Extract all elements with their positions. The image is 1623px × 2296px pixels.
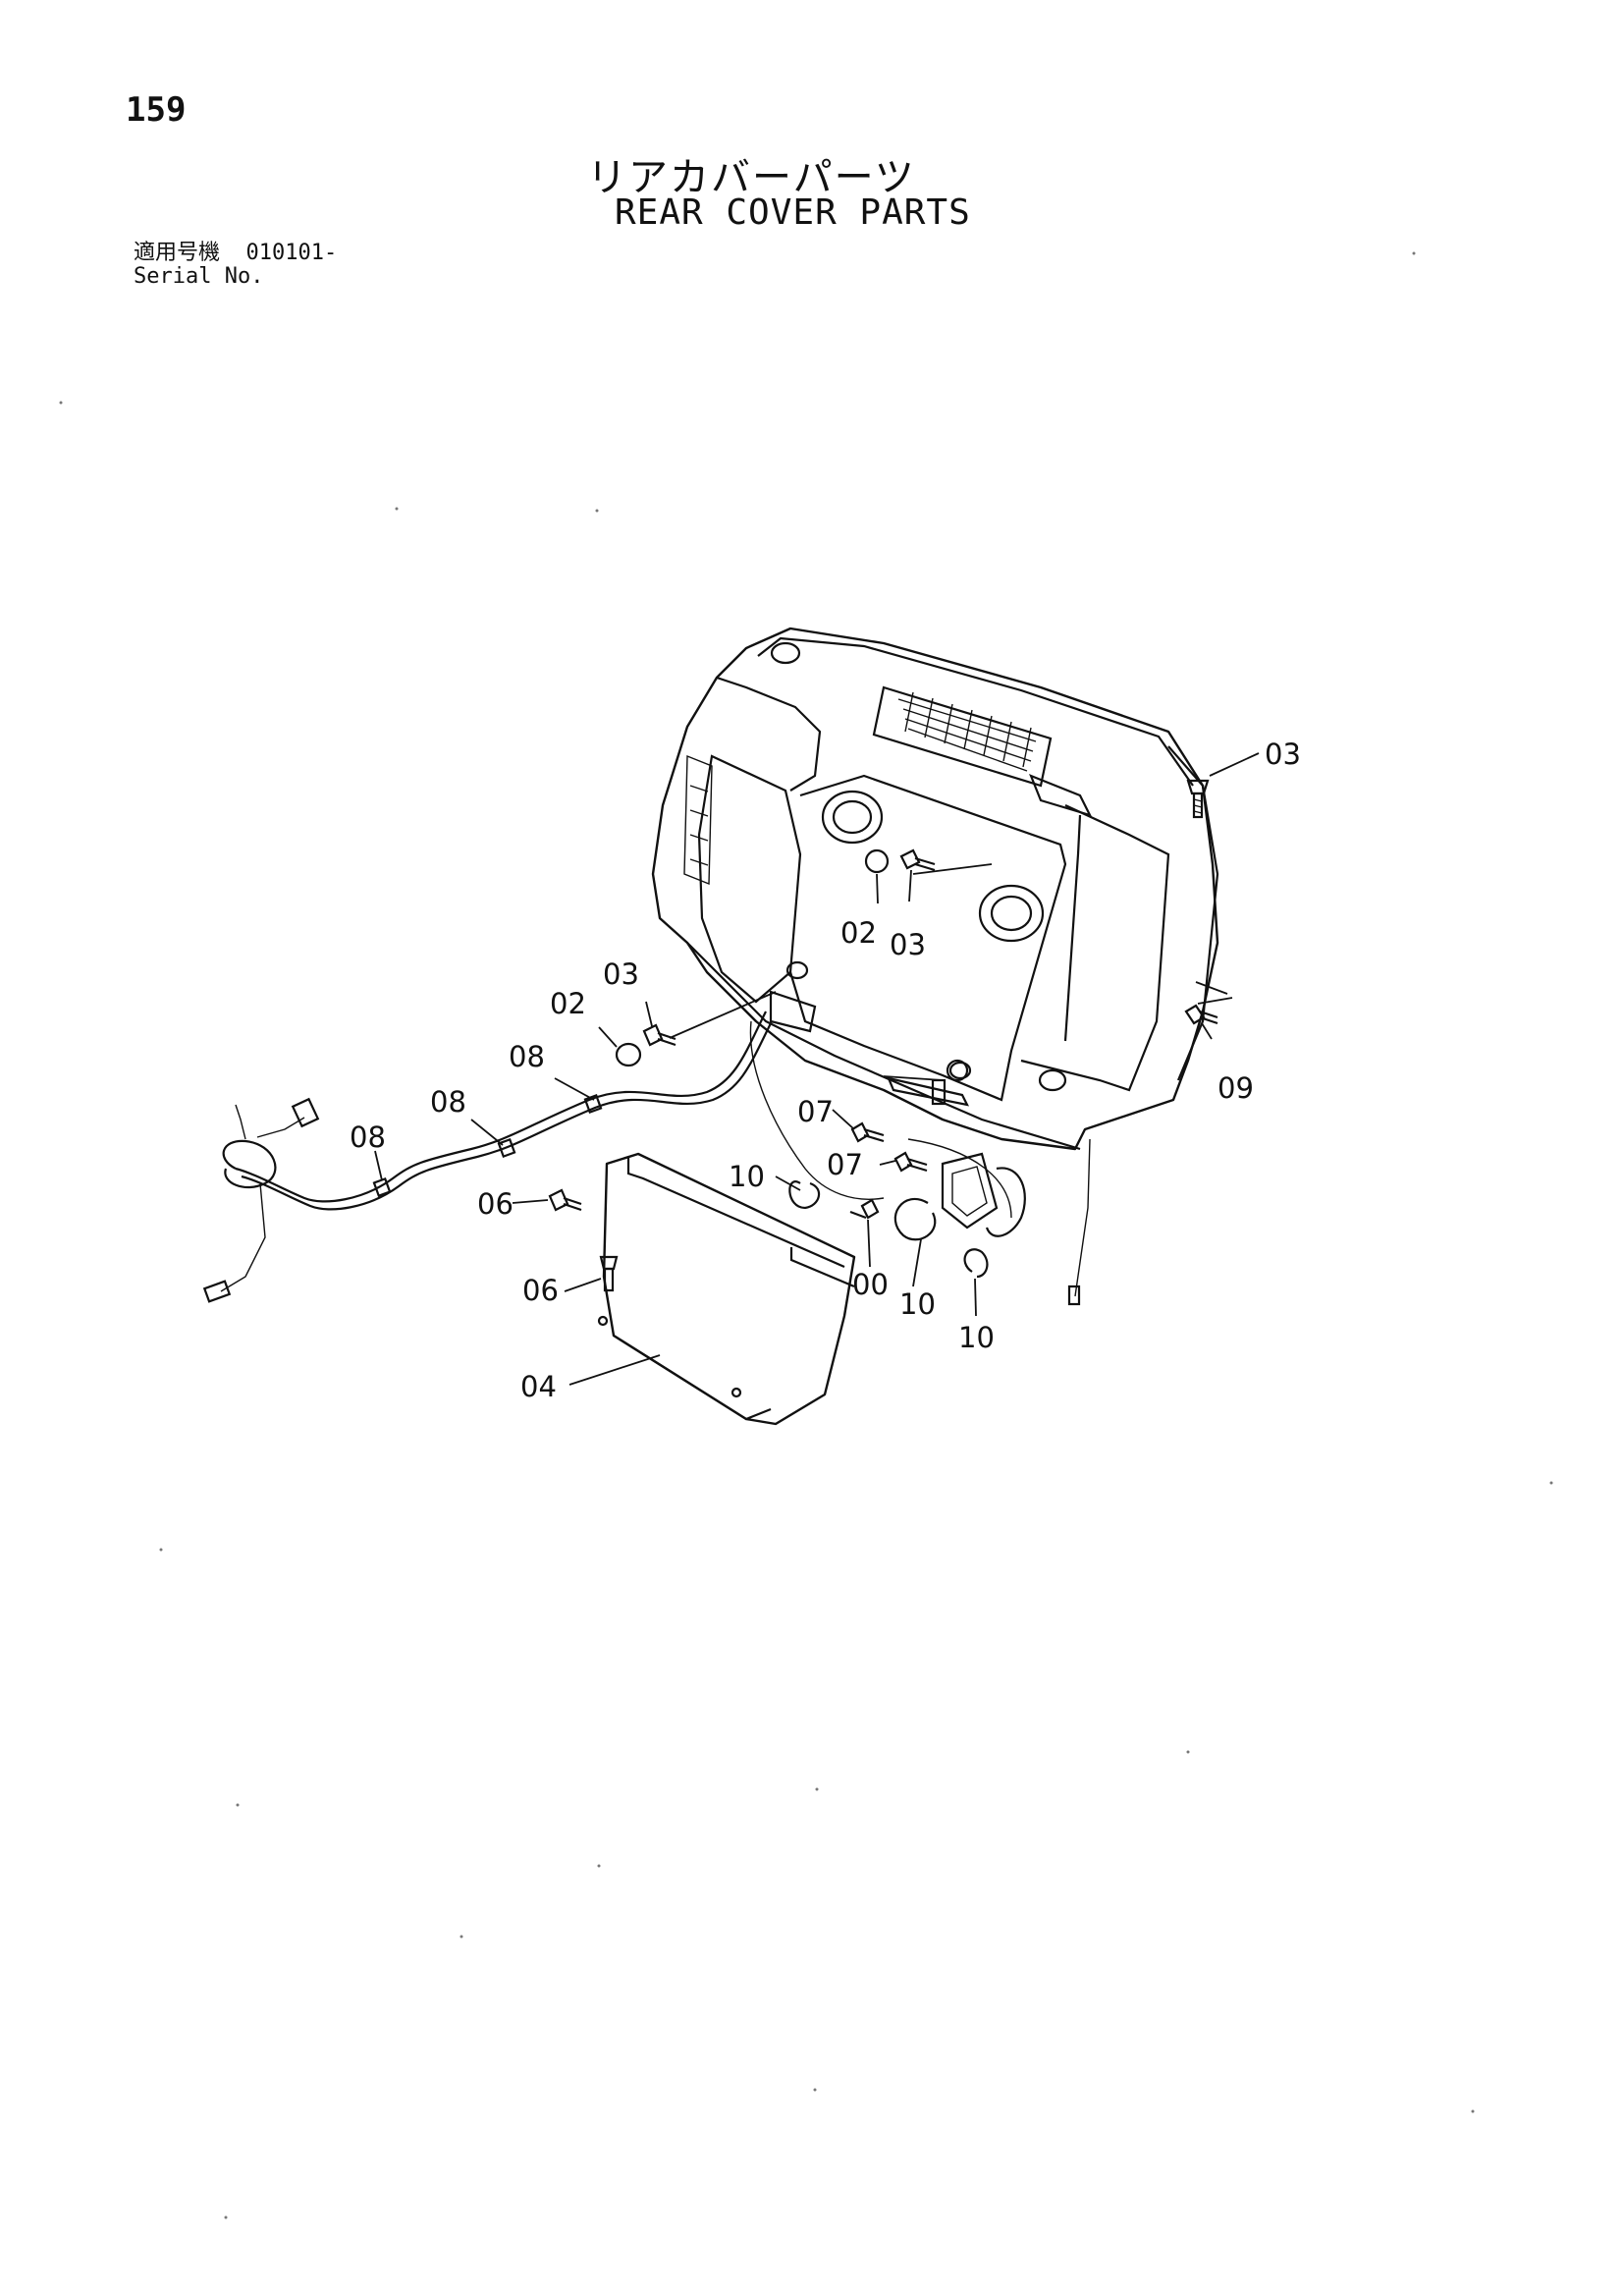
cap-02-center: [864, 848, 890, 874]
callout-02-left: 02: [550, 987, 586, 1020]
bracket-plate: [597, 1152, 856, 1426]
clamps: [788, 1180, 989, 1279]
callout-08-b: 08: [430, 1085, 466, 1119]
callout-02-center: 02: [840, 916, 877, 950]
serial-block: 適用号機 010101- Serial No.: [134, 242, 337, 289]
bolt-09: [1184, 1004, 1218, 1025]
callout-10-c: 10: [958, 1321, 995, 1354]
callout-04: 04: [520, 1370, 557, 1403]
bolt-00: [849, 1198, 880, 1220]
wiring-harness: [202, 1011, 1012, 1303]
callout-10-a: 10: [729, 1160, 765, 1193]
bolt-06-b: [599, 1255, 619, 1292]
serial-label-english: Serial No.: [134, 264, 264, 289]
grille: [872, 685, 1053, 788]
bolt-03-top-right: [1186, 779, 1210, 819]
callout-03-center: 03: [890, 928, 926, 961]
callout-08-c: 08: [350, 1121, 386, 1154]
callout-09: 09: [1217, 1071, 1254, 1105]
callout-08-a: 08: [509, 1040, 545, 1073]
callout-labels: 03 02 03 03 02 08 08 08 09 07 07 10 06 0…: [350, 738, 1301, 1403]
serial-value: 010101-: [245, 241, 338, 265]
serial-label-japanese: 適用号機: [134, 241, 221, 265]
callout-10-b: 10: [899, 1287, 936, 1321]
leader-lines: [374, 752, 1260, 1386]
bolt-06-a: [548, 1188, 582, 1212]
page-number: 159: [126, 90, 187, 130]
scan-speckles: [59, 251, 1553, 2219]
bolt-03-center: [899, 848, 936, 872]
callout-03-top-right: 03: [1265, 738, 1301, 771]
callout-03-left: 03: [603, 957, 639, 991]
cover-openings: [770, 641, 1067, 1092]
switch-assembly: [887, 1059, 1026, 1237]
rear-cover-body: [651, 627, 1219, 1306]
cap-02-left: [615, 1042, 642, 1067]
callout-06-a: 06: [477, 1187, 514, 1221]
callout-00: 00: [852, 1268, 889, 1301]
bolt-03-left: [642, 1023, 676, 1047]
page-title-english: REAR COVER PARTS: [615, 192, 971, 233]
callout-07-b: 07: [827, 1148, 863, 1181]
page-title-japanese: リアカバーパーツ: [587, 155, 916, 200]
callout-06-b: 06: [522, 1274, 559, 1307]
bolt-07-a: [850, 1121, 885, 1143]
callout-07-a: 07: [797, 1095, 834, 1128]
bolt-07-b: [893, 1151, 928, 1173]
